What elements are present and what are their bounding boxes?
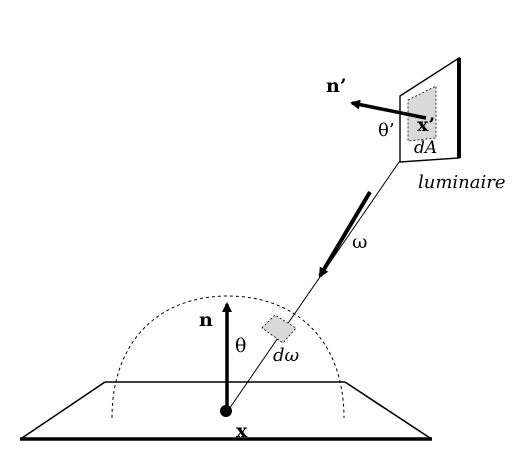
label-x: x <box>236 420 248 442</box>
normal-n-prime-arrow <box>350 99 427 120</box>
label-n-prime: n’ <box>326 75 346 97</box>
luminaire <box>399 56 461 163</box>
ground-plane-right-edge <box>344 381 431 439</box>
label-d-omega: dω <box>273 345 300 366</box>
label-theta: θ <box>235 335 246 357</box>
label-x-prime: x’ <box>417 114 435 136</box>
label-luminaire: luminaire <box>418 172 506 193</box>
omega-direction-arrow <box>318 190 372 278</box>
label-dA: dA <box>414 138 437 158</box>
ground-plane <box>20 381 432 441</box>
label-omega: ω <box>352 231 368 253</box>
area-patch-dA <box>407 85 437 142</box>
ground-plane-left-edge <box>21 381 106 439</box>
solid-angle-patch <box>261 314 297 344</box>
label-theta-prime: θ’ <box>378 120 395 141</box>
point-x-dot <box>220 405 232 417</box>
label-n: n <box>199 309 213 331</box>
